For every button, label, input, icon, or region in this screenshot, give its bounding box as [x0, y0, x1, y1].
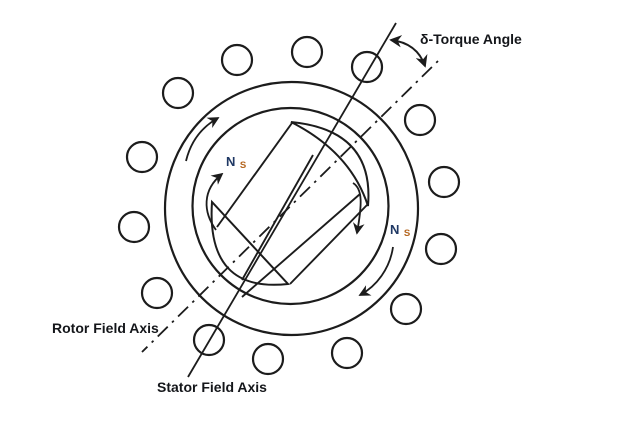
stator-slot-circle — [389, 292, 423, 326]
rotor-body-line — [241, 193, 361, 298]
rotation-arrow-pole-left — [205, 172, 224, 231]
rotor-field-axis-label: Rotor Field Axis — [52, 320, 159, 336]
rotor-pole-upper-right — [290, 121, 370, 207]
rotation-arrow-pole-right — [352, 182, 365, 235]
stator-slot-circle — [424, 232, 458, 266]
stator-core-inner-circle — [191, 106, 390, 306]
rotation-arrow-outer-bottom-right — [358, 246, 394, 296]
pole-label-s-subscript: S — [404, 228, 410, 239]
rotor-body — [216, 122, 368, 298]
stator-slot-circle — [192, 323, 226, 357]
stator-slot-circle — [161, 76, 195, 110]
stator-slot-circle — [403, 103, 437, 137]
stator-slot-circle — [330, 336, 364, 370]
rotor-field-axis-line — [141, 60, 439, 353]
rotation-arrow-outer-top-left — [185, 117, 220, 162]
stator-slot-ring — [117, 35, 461, 376]
pole-label-n: N — [390, 222, 399, 237]
pole-label-ns-right: N S — [390, 221, 410, 239]
stator-slot-circle — [140, 276, 174, 310]
rotor-body-line — [289, 204, 368, 285]
torque-angle-arc — [389, 35, 428, 68]
stator-slot-circle — [251, 342, 285, 376]
stator-slot-circle — [427, 165, 461, 199]
stator-slot-circle — [125, 140, 159, 174]
stator-slot-circle — [117, 210, 151, 244]
stator-slot-circle — [350, 50, 384, 84]
stator-slot-circle — [290, 35, 324, 69]
rotor-body-line — [241, 154, 314, 281]
pole-label-n: N — [226, 154, 235, 169]
torque-angle-label: δ-Torque Angle — [420, 31, 522, 47]
stator-field-axis-label: Stator Field Axis — [157, 379, 267, 395]
stator-field-axis-line — [187, 22, 397, 378]
stator-core-outer-circle — [163, 80, 420, 337]
pole-label-s-subscript: S — [240, 160, 246, 171]
pole-label-ns-left: N S — [226, 153, 246, 171]
rotor-body-line — [216, 122, 293, 228]
stator-slot-circle — [220, 43, 254, 77]
